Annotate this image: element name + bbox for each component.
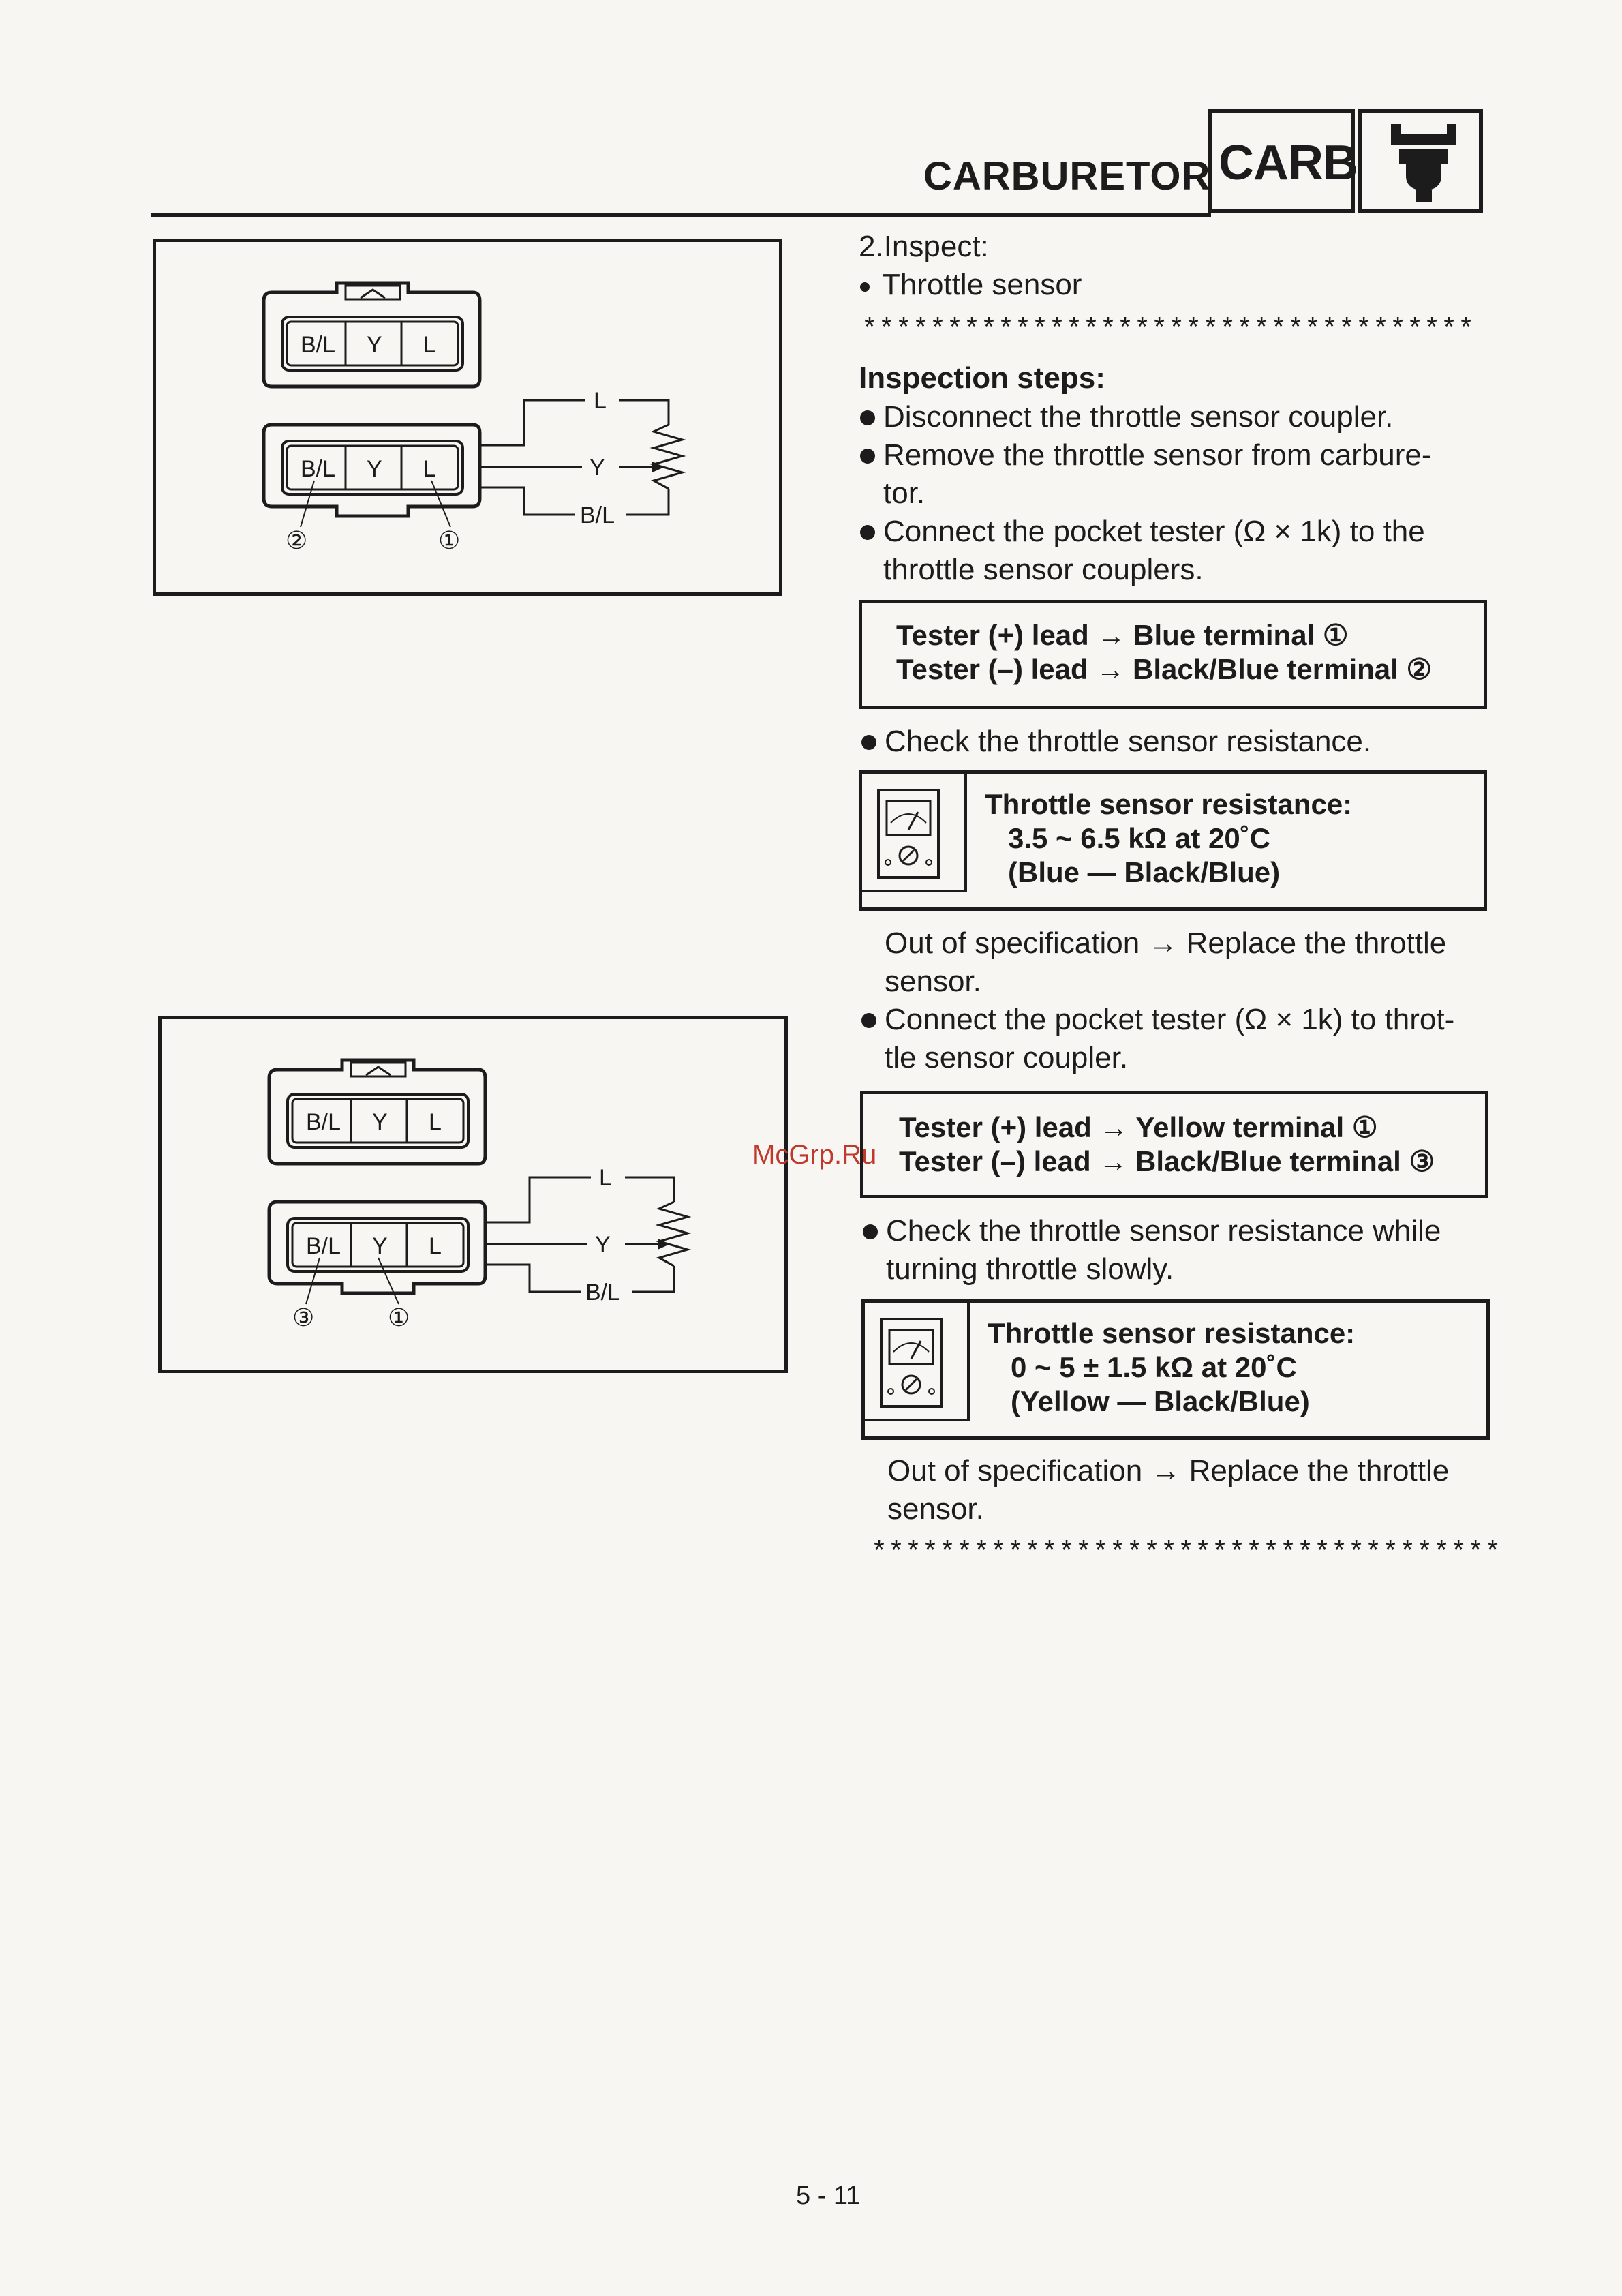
tester-line: Tester (+) lead → Blue terminal ① (896, 619, 1349, 651)
terminal-label: Y (367, 332, 382, 358)
instruction-text: Out of specification → Replace the throt… (885, 926, 1447, 960)
terminal-label: L (429, 1109, 442, 1135)
spec-title: Throttle sensor resistance: (985, 788, 1353, 820)
watermark: McGrp.Ru (752, 1140, 877, 1170)
terminal-label: Y (372, 1233, 388, 1259)
step-heading: 2.Inspect: (859, 230, 989, 263)
carburetor-icon (1358, 109, 1483, 213)
terminal-label: B/L (301, 332, 335, 358)
wire-label: B/L (585, 1280, 620, 1305)
tester-line: Tester (+) lead → Yellow terminal ① (899, 1111, 1378, 1143)
tester-connection-box: Tester (+) lead → Yellow terminal ① Test… (860, 1091, 1488, 1198)
divider-stars: ************************************ (861, 315, 1475, 346)
page-number: 5 - 11 (796, 2181, 861, 2210)
instruction-text: Check the throttle sensor resistance. (885, 725, 1372, 758)
divider-stars: ************************************* (871, 1538, 1502, 1569)
tester-connection-box: Tester (+) lead → Blue terminal ① Tester… (859, 600, 1487, 709)
tester-line: Tester (–) lead → Black/Blue terminal ② (896, 653, 1433, 685)
specification-box: Throttle sensor resistance: 0 ~ 5 ± 1.5 … (861, 1299, 1490, 1440)
bullet-icon (860, 282, 870, 292)
terminal-label: Y (367, 456, 382, 482)
instruction-text: Check the throttle sensor resistance whi… (886, 1214, 1441, 1248)
tester-line: Tester (–) lead → Black/Blue terminal ③ (899, 1145, 1435, 1177)
callout-number: ① (438, 526, 460, 554)
terminal-label: B/L (306, 1109, 341, 1135)
terminal-label: L (423, 456, 436, 482)
section-code-box (1208, 109, 1355, 213)
wire-label: L (594, 388, 607, 414)
callout-number: ① (388, 1303, 410, 1331)
bullet-icon (861, 1013, 876, 1028)
instruction-text: sensor. (887, 1492, 984, 1526)
divider (967, 1303, 970, 1419)
ohmmeter-icon (877, 789, 940, 879)
wire-label: Y (590, 455, 605, 481)
bullet-icon (860, 410, 875, 425)
section-code: CARB (1219, 136, 1358, 190)
section-title: CARBURETOR (923, 154, 1211, 198)
instruction-text: tle sensor coupler. (885, 1041, 1129, 1074)
instruction-text: Connect the pocket tester (Ω × 1k) to th… (885, 1003, 1455, 1036)
terminal-label: Y (372, 1109, 388, 1135)
instruction-text: throttle sensor couplers. (883, 553, 1204, 586)
bullet-icon (860, 525, 875, 540)
spec-title: Throttle sensor resistance: (988, 1317, 1356, 1349)
terminal-label: L (423, 332, 436, 358)
divider (964, 774, 967, 890)
terminal-label: B/L (301, 456, 335, 482)
specification-box: Throttle sensor resistance: 3.5 ~ 6.5 kΩ… (859, 770, 1487, 911)
callout-number: ③ (292, 1303, 314, 1331)
divider (865, 1419, 970, 1421)
bullet-icon (860, 449, 875, 464)
spec-value: 3.5 ~ 6.5 kΩ at 20˚C (1008, 822, 1271, 854)
instruction-text: Remove the throttle sensor from carbure- (883, 438, 1432, 472)
step-item: Throttle sensor (882, 268, 1082, 301)
bullet-icon (863, 1224, 878, 1239)
terminal-label: L (429, 1233, 442, 1259)
instruction-text: Connect the pocket tester (Ω × 1k) to th… (883, 515, 1425, 548)
divider (862, 890, 967, 892)
bullet-icon (861, 735, 876, 750)
spec-note: (Blue — Black/Blue) (1008, 856, 1281, 888)
instruction-text: Disconnect the throttle sensor coupler. (883, 400, 1394, 434)
callout-number: ② (286, 526, 307, 554)
wire-label: L (599, 1165, 612, 1191)
coupler-diagram-2: B/L Y L B/L Y L L Y B/L ③ ① (158, 1016, 788, 1373)
ohmmeter-icon (880, 1318, 943, 1408)
wire-label: B/L (580, 502, 615, 528)
inspection-heading: Inspection steps: (859, 361, 1105, 395)
wire-label: Y (595, 1232, 611, 1258)
spec-note: (Yellow — Black/Blue) (1011, 1385, 1310, 1417)
instruction-text: turning throttle slowly. (886, 1252, 1174, 1286)
instruction-text: sensor. (885, 965, 981, 998)
spec-value: 0 ~ 5 ± 1.5 kΩ at 20˚C (1011, 1351, 1297, 1383)
terminal-label: B/L (306, 1233, 341, 1259)
header-rule (151, 213, 1211, 217)
instruction-text: tor. (883, 477, 925, 510)
instruction-text: Out of specification → Replace the throt… (887, 1454, 1450, 1487)
coupler-diagram-1: B/L Y L B/L Y L L Y B/L ② ① (153, 239, 782, 596)
